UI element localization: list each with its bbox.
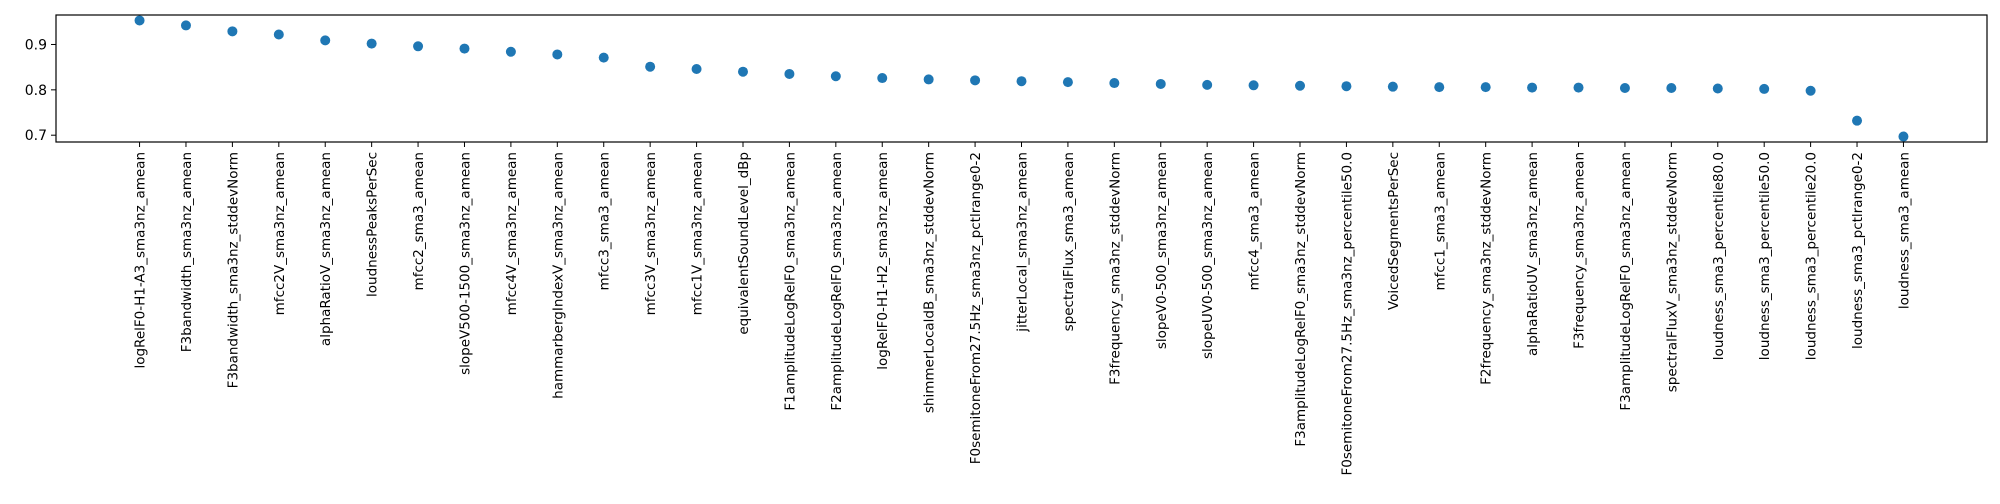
data-point (273, 29, 284, 40)
data-point (1527, 82, 1538, 93)
data-point (1805, 85, 1816, 96)
x-tick-label: slopeV0-500_sma3nz_amean (1154, 152, 1170, 349)
y-axis-ticks: 0.7 0.8 0.9 (25, 37, 56, 144)
data-point (459, 43, 470, 54)
x-tick-label: jitterLocal_sma3nz_amean (1015, 152, 1031, 333)
x-tick-label: alphaRatioV_sma3nz_amean (318, 152, 334, 346)
data-point (1573, 82, 1584, 93)
data-point (691, 63, 702, 74)
x-tick-label: F2frequency_sma3nz_stddevNorm (1479, 152, 1495, 385)
data-point (1248, 80, 1259, 91)
data-point (505, 46, 516, 57)
x-tick-label: loudness_sma3_amean (1896, 152, 1912, 309)
y-tick-label: 0.9 (25, 37, 47, 53)
y-tick-label: 0.7 (25, 128, 47, 144)
data-point (180, 20, 191, 31)
x-tick-label: F3amplitudeLogRelF0_sma3nz_stddevNorm (1293, 152, 1309, 447)
data-point (1155, 78, 1166, 89)
x-tick-label: F3bandwidth_sma3nz_stddevNorm (225, 152, 241, 388)
x-tick-label: logRelF0-H1-H2_sma3nz_amean (875, 152, 891, 370)
data-point (877, 73, 888, 84)
data-point (645, 61, 656, 72)
x-tick-label: spectralFlux_sma3_amean (1061, 152, 1077, 331)
x-tick-label: mfcc4_sma3_amean (1247, 152, 1263, 290)
data-point (366, 38, 377, 49)
x-tick-label: slopeUV0-500_sma3nz_amean (1200, 152, 1216, 359)
data-point (923, 74, 934, 85)
data-point (1666, 83, 1677, 94)
x-tick-label: VoicedSegmentsPerSec (1386, 152, 1402, 310)
x-tick-label: hammarbergIndexV_sma3nz_amean (550, 152, 566, 399)
x-tick-label: mfcc1V_sma3nz_amean (690, 152, 706, 315)
data-point (134, 15, 145, 26)
y-tick-label: 0.8 (25, 83, 47, 99)
data-point (1387, 81, 1398, 92)
x-tick-label: mfcc3_sma3_amean (597, 152, 613, 290)
x-tick-label: mfcc2V_sma3nz_amean (272, 152, 288, 315)
x-tick-label: mfcc4V_sma3nz_amean (504, 152, 520, 315)
x-tick-label: loudness_sma3_percentile50.0 (1757, 152, 1773, 360)
x-tick-label: logRelF0-H1-A3_sma3nz_amean (133, 152, 149, 369)
data-point (1295, 80, 1306, 91)
x-tick-label: F2amplitudeLogRelF0_sma3nz_amean (829, 152, 845, 411)
plot-frame (55, 14, 1988, 143)
data-point (830, 71, 841, 82)
data-point (1202, 79, 1213, 90)
data-point (1712, 83, 1723, 94)
data-point (1434, 82, 1445, 93)
x-tick-label: spectralFluxV_sma3nz_stddevNorm (1664, 152, 1680, 392)
x-tick-label: alphaRatioUV_sma3nz_amean (1525, 152, 1541, 356)
data-point (227, 26, 238, 37)
x-tick-label: slopeV500-1500_sma3nz_amean (457, 152, 473, 375)
x-tick-label: F1amplitudeLogRelF0_sma3nz_amean (782, 152, 798, 411)
x-tick-label: F0semitoneFrom27.5Hz_sma3nz_percentile50… (1339, 152, 1355, 476)
x-tick-label: F3amplitudeLogRelF0_sma3nz_amean (1618, 152, 1634, 411)
x-tick-label: loudness_sma3_percentile20.0 (1804, 152, 1820, 360)
data-points (134, 15, 1909, 142)
x-tick-label: mfcc3V_sma3nz_amean (643, 152, 659, 315)
x-tick-label: F0semitoneFrom27.5Hz_sma3nz_pctlrange0-2 (968, 152, 984, 464)
x-tick-label: shimmerLocaldB_sma3nz_stddevNorm (922, 152, 938, 413)
data-point (1852, 115, 1863, 126)
x-tick-label: equivalentSoundLevel_dBp (736, 152, 752, 335)
data-point (598, 52, 609, 63)
x-tick-label: F3frequency_sma3nz_stddevNorm (1107, 152, 1123, 385)
data-point (1619, 83, 1630, 94)
x-tick-label: F3frequency_sma3nz_amean (1572, 152, 1588, 349)
x-tick-label: mfcc2_sma3_amean (411, 152, 427, 290)
data-point (784, 68, 795, 79)
data-point (970, 75, 981, 86)
data-point (1341, 81, 1352, 92)
data-point (1480, 82, 1491, 93)
data-point (1898, 131, 1909, 142)
data-point (552, 49, 563, 60)
x-tick-label: loudness_sma3_percentile80.0 (1711, 152, 1727, 360)
data-point (1109, 78, 1120, 89)
x-tick-label: loudnessPeaksPerSec (365, 152, 381, 297)
data-point (1016, 76, 1027, 87)
data-point (413, 41, 424, 52)
data-point (1759, 83, 1770, 94)
data-point (737, 66, 748, 77)
x-axis-ticks: logRelF0-H1-A3_sma3nz_amean F3bandwidth_s… (133, 142, 1912, 476)
data-point (320, 35, 331, 46)
x-tick-label: loudness_sma3_pctlrange0-2 (1850, 152, 1866, 349)
data-point (1062, 77, 1073, 88)
x-tick-label: mfcc1_sma3_amean (1432, 152, 1448, 290)
x-tick-label: F3bandwidth_sma3nz_amean (179, 152, 195, 352)
